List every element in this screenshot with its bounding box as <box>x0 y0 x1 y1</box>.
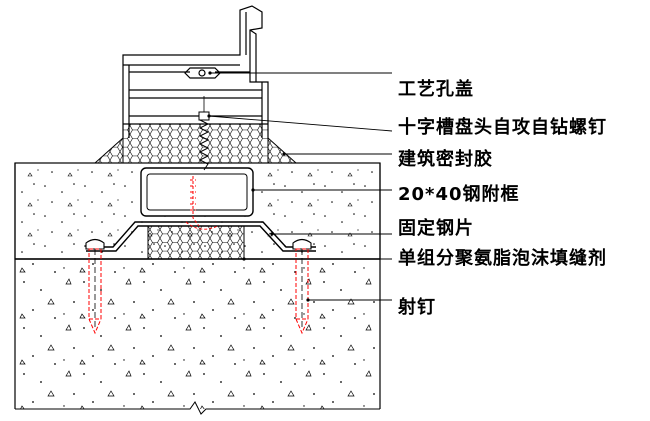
label-process-hole-cover: 工艺孔盖 <box>398 79 474 100</box>
process-hole-cover <box>184 67 221 79</box>
leader-lines <box>208 72 393 301</box>
label-pu-foam-filler: 单组分聚氨脂泡沫填缝剂 <box>398 248 607 269</box>
leader-self-drilling-screw <box>208 115 393 132</box>
concrete-wall <box>14 163 381 409</box>
label-shooting-nail: 射钉 <box>398 297 436 318</box>
label-steel-subframe: 20*40钢附框 <box>398 184 520 205</box>
steel-subframe <box>140 167 254 217</box>
label-building-sealant: 建筑密封胶 <box>398 149 493 170</box>
building-sealant <box>93 136 298 164</box>
foam-filler-upper <box>122 123 269 164</box>
label-self-drilling-screw: 十字槽盘头自攻自钻螺钉 <box>398 117 607 138</box>
break-line <box>15 401 380 415</box>
foam-filler-lower <box>147 225 245 260</box>
leader-dots <box>207 71 310 302</box>
shooting-nail-left <box>85 238 105 335</box>
label-fixing-steel-plate: 固定钢片 <box>398 218 474 239</box>
window-frame-profile <box>122 5 269 138</box>
shooting-nail-right <box>292 238 312 335</box>
